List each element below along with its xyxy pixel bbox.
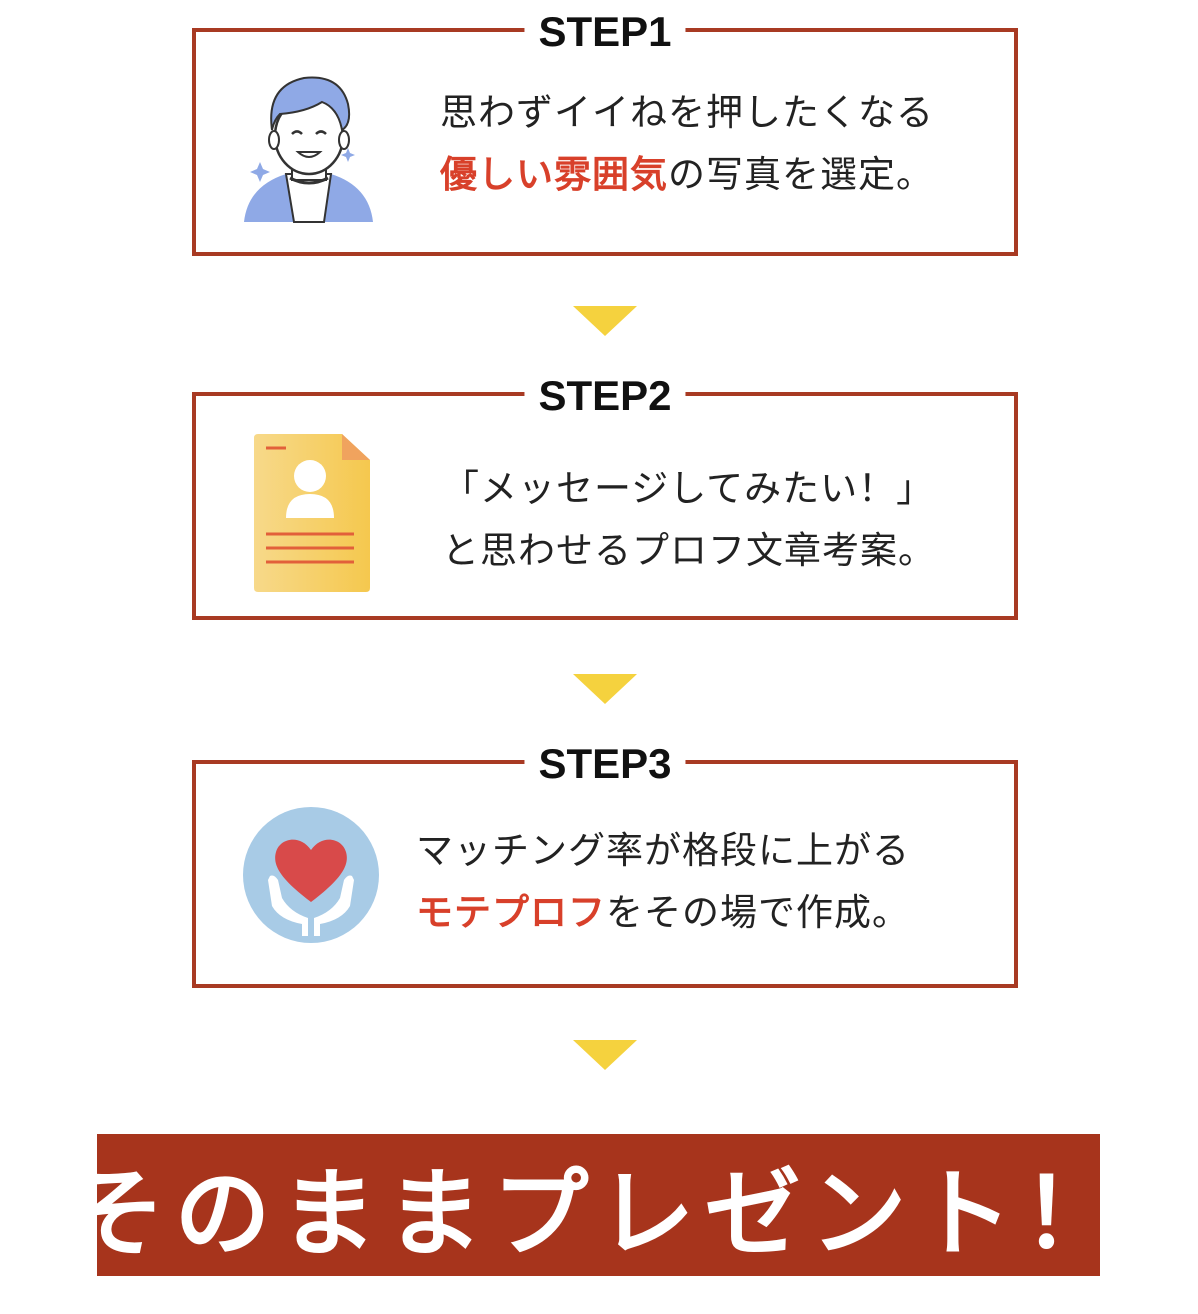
step-3-line-2-rest: をその場で作成。 <box>606 891 910 934</box>
present-banner-text: そのままプレゼント！ <box>68 1157 1129 1270</box>
step-3-line-1: マッチング率が格段に上がる <box>416 829 910 872</box>
step-3-highlight: モテプロフ <box>416 891 606 934</box>
step-3-line-2: モテプロフをその場で作成。 <box>416 882 910 944</box>
step-1-title: STEP1 <box>524 6 686 58</box>
step-2-line-2: と思わせるプロフ文章考案。 <box>442 529 936 572</box>
step-3-card: STEP3 マッチング率が格段に上がる モテプロフをその場で作成。 <box>192 738 1018 988</box>
step-2-card: STEP2 「メッセージしてみたい！」 と思わせるプロフ文章考案。 <box>192 370 1018 620</box>
person-icon <box>236 68 381 223</box>
down-arrow-2 <box>573 674 637 704</box>
step-1-line-2: 優しい雰囲気の写真を選定。 <box>440 144 934 206</box>
step-1-line-1: 思わずイイねを押したくなる <box>440 91 934 134</box>
present-banner: そのままプレゼント！ <box>69 1134 1119 1276</box>
down-arrow-1 <box>573 306 637 336</box>
step-3-title: STEP3 <box>524 738 686 790</box>
step-1-highlight: 優しい雰囲気 <box>440 153 668 196</box>
step-2-line-1: 「メッセージしてみたい！」 <box>442 467 935 510</box>
step-1-card: STEP1 思わずイイねを押したくなる 優しい雰囲気 <box>192 6 1018 256</box>
profile-document-icon <box>250 432 372 594</box>
step-1-line-2-rest: の写真を選定。 <box>668 153 934 196</box>
step-1-description: 思わずイイねを押したくなる 優しい雰囲気の写真を選定。 <box>440 82 934 206</box>
step-3-description: マッチング率が格段に上がる モテプロフをその場で作成。 <box>416 820 910 944</box>
heart-hands-icon <box>242 806 380 944</box>
step-2-description: 「メッセージしてみたい！」 と思わせるプロフ文章考案。 <box>442 458 936 582</box>
down-arrow-3 <box>573 1040 637 1070</box>
step-2-title: STEP2 <box>524 370 686 422</box>
